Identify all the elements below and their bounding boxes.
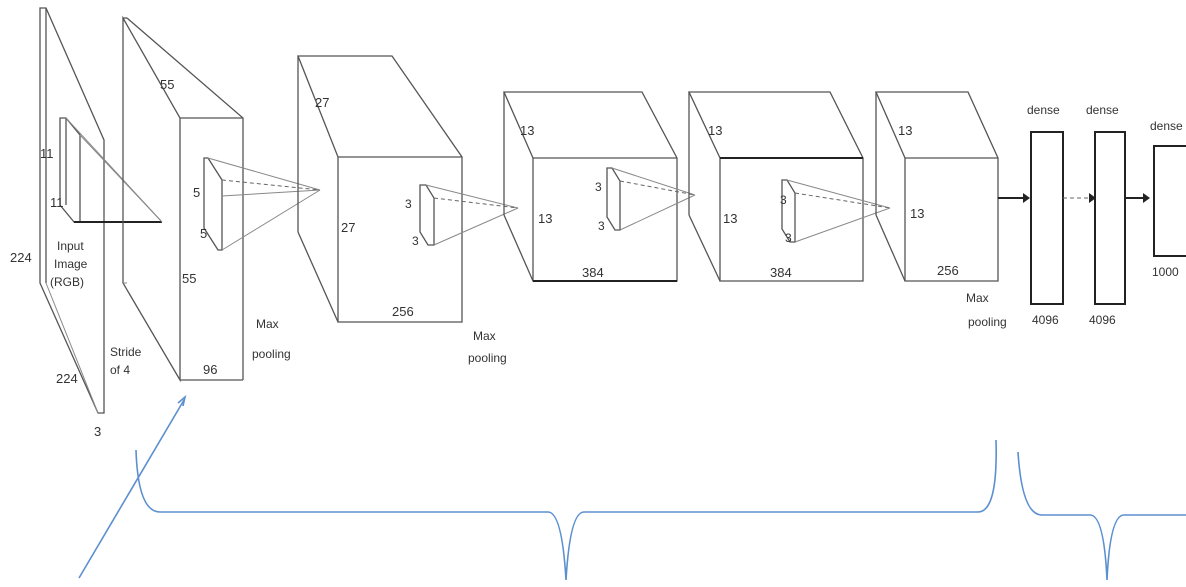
- input-label-line3: (RGB): [50, 275, 84, 289]
- pool3-label-line2: pooling: [968, 315, 1007, 329]
- input-height-label: 224: [10, 250, 32, 265]
- dense3-box: [1153, 145, 1186, 257]
- input-label-line2: Image: [54, 257, 88, 271]
- conv2-top-label: 27: [315, 95, 329, 110]
- dense1-label: dense: [1027, 103, 1060, 117]
- stride-label-line1: Stride: [110, 345, 142, 359]
- conv3-kernel-width: 3: [598, 219, 605, 233]
- conv4-volume: [687, 91, 864, 282]
- conv2-side-label: 27: [341, 220, 355, 235]
- conv1-depth-label: 96: [203, 362, 217, 377]
- conv4-kernel-width: 3: [785, 231, 792, 245]
- dense3-label: dense: [1150, 119, 1183, 133]
- conv2-kernel-box: [419, 184, 519, 246]
- conv5-side-label: 13: [910, 206, 924, 221]
- conv2-depth-label: 256: [392, 304, 414, 319]
- pool2-label-line2: pooling: [468, 351, 507, 365]
- conv3-side-label: 13: [538, 211, 552, 226]
- conv-layers-brace: [135, 439, 997, 581]
- pool3-label-line1: Max: [966, 291, 989, 305]
- dense3-size: 1000: [1152, 265, 1179, 279]
- conv4-depth-label: 384: [770, 265, 792, 280]
- conv1-volume: [122, 15, 244, 383]
- arrow-dense2-to-dense3: [1125, 193, 1150, 203]
- conv4-kernel-height: 3: [780, 193, 787, 207]
- arrow-dense1-to-dense2: [1063, 193, 1096, 203]
- dense2-size: 4096: [1089, 313, 1116, 327]
- conv4-top-label: 13: [708, 123, 722, 138]
- pool1-label-line2: pooling: [252, 347, 291, 361]
- conv3-volume: [503, 91, 678, 282]
- pool2-label-line1: Max: [473, 329, 496, 343]
- input-kernel-box: [59, 117, 163, 223]
- dense2-box: [1094, 131, 1126, 305]
- input-depth-label: 3: [94, 424, 101, 439]
- conv5-top-label: 13: [898, 123, 912, 138]
- conv1-side-label: 55: [182, 271, 196, 286]
- dense1-box: [1030, 131, 1064, 305]
- conv3-kernel-height: 3: [595, 180, 602, 194]
- input-label-line1: Input: [57, 239, 84, 253]
- conv3-kernel-box: [606, 167, 696, 231]
- dense-layers-brace: [1017, 451, 1186, 581]
- conv4-side-label: 13: [723, 211, 737, 226]
- input-image-plane: [39, 7, 105, 414]
- pointer-arrow: [78, 394, 187, 579]
- dense1-size: 4096: [1032, 313, 1059, 327]
- conv3-depth-label: 384: [582, 265, 604, 280]
- arrow-conv5-to-dense1: [998, 193, 1030, 203]
- input-kernel-width: 11: [50, 195, 64, 210]
- conv5-volume: [875, 91, 999, 282]
- conv1-kernel-height: 5: [193, 185, 200, 200]
- conv1-top-label: 55: [160, 77, 174, 92]
- conv5-depth-label: 256: [937, 263, 959, 278]
- conv2-kernel-height: 3: [405, 197, 412, 211]
- dense2-label: dense: [1086, 103, 1119, 117]
- input-kernel-height: 11: [40, 146, 54, 161]
- stride-label-line2: of 4: [110, 363, 130, 377]
- conv2-kernel-width: 3: [412, 234, 419, 248]
- input-width-label: 224: [56, 371, 78, 386]
- conv4-kernel-box: [781, 179, 891, 243]
- conv1-kernel-width: 5: [200, 226, 207, 241]
- conv2-volume: [297, 55, 463, 323]
- conv3-top-label: 13: [520, 123, 534, 138]
- conv1-kernel-box: [203, 157, 321, 251]
- pool1-label-line1: Max: [256, 317, 279, 331]
